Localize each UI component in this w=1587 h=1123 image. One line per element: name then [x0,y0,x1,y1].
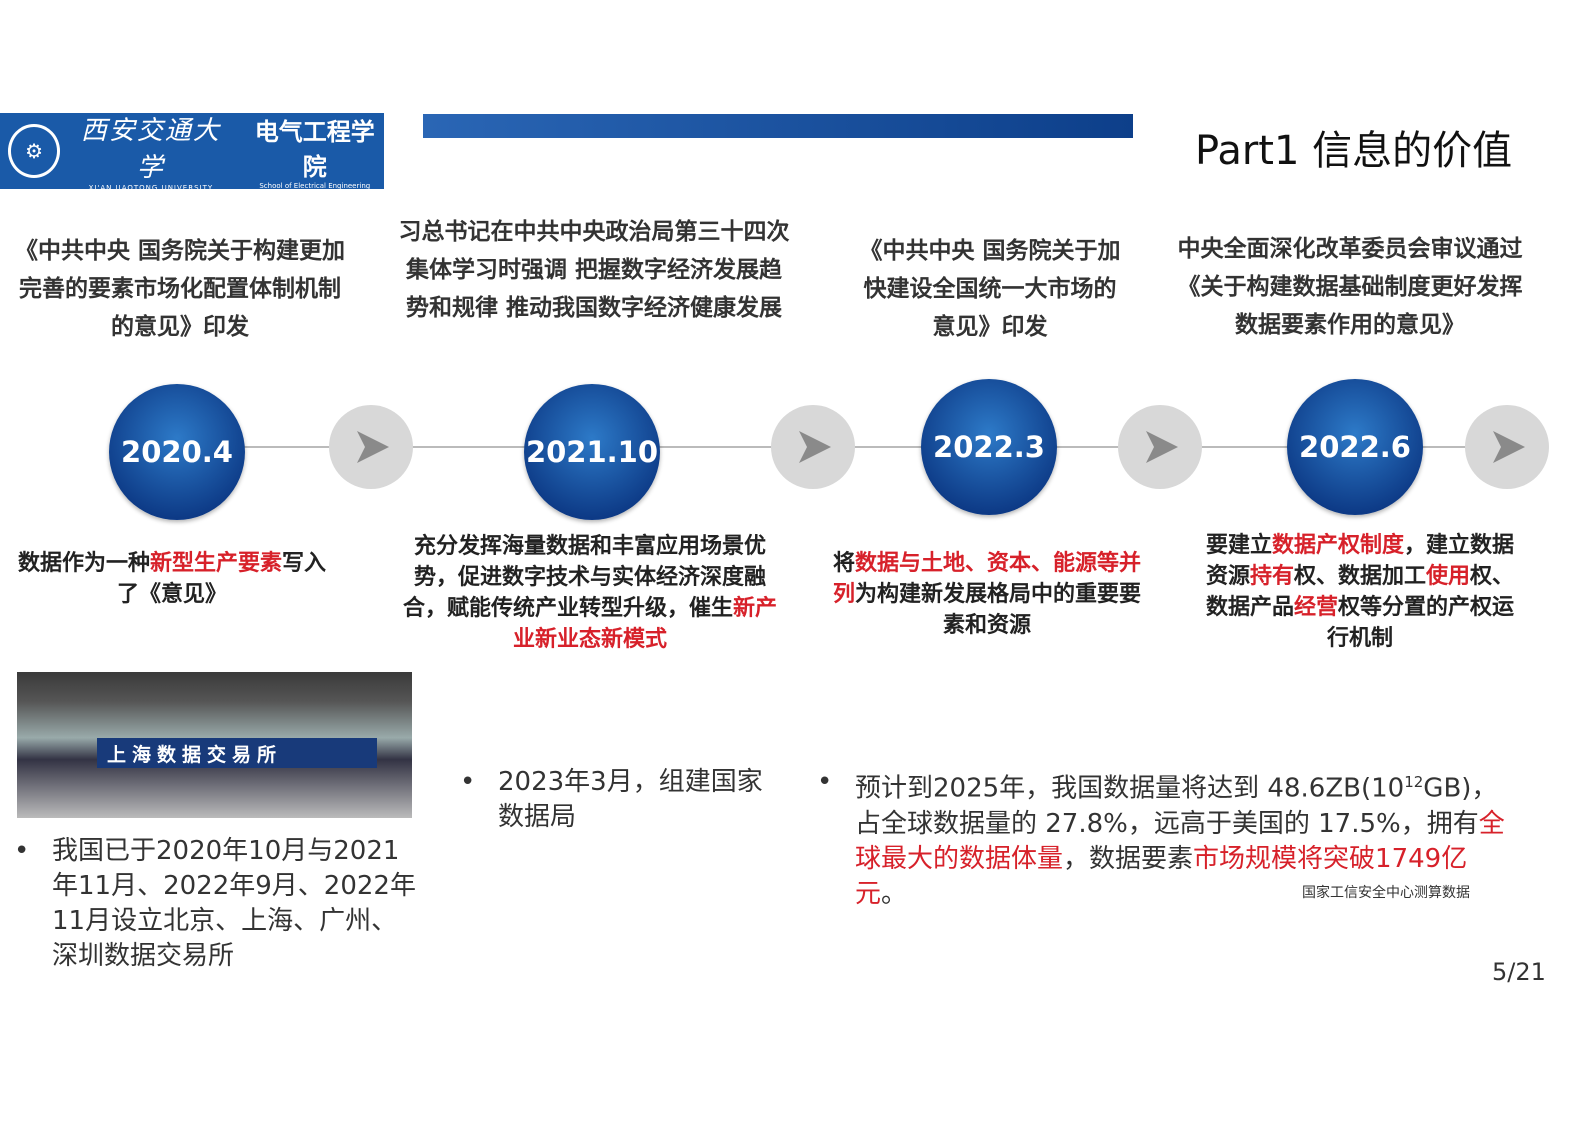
event-title-3: 《中共中央 国务院关于加快建设全国统一大市场的意见》印发 [859,237,1121,340]
date-circle-2: 2021.10 [524,384,660,520]
event-desc-4: 要建立数据产权制度，建立数据资源持有权、数据加工使用权、数据产品经营权等分置的产… [1198,530,1522,654]
date-circle-3: 2022.3 [921,379,1057,515]
desc-text: 充分发挥海量数据和丰富应用场景优势，促进数字技术与实体经济深度融合，赋能传统产业… [402,534,766,621]
bullet-text: 我国已于2020年10月与2021年11月、2022年9月、2022年11月设立… [52,836,416,971]
bullet-text: GB)，占全球数据量的 27.8%，远高于美国的 17.5%，拥有 [855,773,1498,839]
event-title-4: 中央全面深化改革委员会审议通过《关于构建数据基础制度更好发挥数据要素作用的意见》 [1177,235,1523,338]
event-title-2: 习总书记在中共中央政治局第三十四次集体学习时强调 把握数字经济发展趋势和规律 推… [398,218,790,321]
exponent: 12 [1404,773,1424,791]
date-circle-1: 2020.4 [109,384,245,520]
event-title-1: 《中共中央 国务院关于构建更加完善的要素市场化配置体制机制的意见》印发 [15,237,346,340]
seal-icon: ⚙ [8,124,61,178]
logo-school-en: School of Electrical Engineering [259,182,371,190]
shanghai-data-exchange-photo: 上海数据交易所 [17,672,412,818]
logo-university-en: XI'AN JIAOTONG UNIVERSITY [88,184,214,192]
desc-text: 权、数据加工 [1293,564,1426,589]
bullet-text: 预计到2025年，我国数据量将达到 48.6ZB(10 [855,773,1405,804]
desc-text: 将 [832,551,855,576]
slide-title: Part1 信息的价值 [1195,128,1513,174]
arrow-icon [1118,405,1202,489]
highlight-text: 数据产权制度 [1271,533,1404,558]
bullet-text: ，数据要素 [1063,843,1194,874]
event-desc-3: 将数据与土地、资本、能源等并列为构建新发展格局中的重要要素和资源 [826,548,1148,641]
data-source: 国家工信安全中心测算数据 [1302,885,1470,901]
event-desc-1: 数据作为一种新型生产要素写入了《意见》 [12,548,332,610]
bullet-text: 。 [881,878,908,909]
highlight-text: 新产业新业态新模式 [512,596,778,652]
highlight-text: 市场规模将突破1749亿元 [855,843,1468,909]
photo-sign: 上海数据交易所 [97,738,377,768]
highlight-text: 持有 [1249,564,1294,589]
bullet-exchanges: •我国已于2020年10月与2021年11月、2022年9月、2022年11月设… [14,836,416,971]
desc-text: 权、数据产品 [1205,564,1515,620]
arrow-icon [1465,405,1549,489]
desc-text: 为构建新发展格局中的重要要素和资源 [855,582,1142,638]
logo-school-cn: 电气工程学院 [254,118,375,181]
desc-text: 写入了《意见》 [116,551,327,607]
event-desc-2: 充分发挥海量数据和丰富应用场景优势，促进数字技术与实体经济深度融合，赋能传统产业… [402,531,778,655]
highlight-text: 经营 [1293,595,1338,620]
bullet-data-bureau: •2023年3月，组建国家数据局 [460,767,763,832]
highlight-text: 数据与土地、资本、能源等并列 [832,551,1142,607]
desc-text: 要建立 [1205,533,1272,558]
highlight-text: 全球最大的数据体量 [855,808,1505,874]
bullet-text: 2023年3月，组建国家数据局 [498,767,763,832]
arrow-icon [771,405,855,489]
page-number: 5/21 [1492,958,1546,986]
desc-text: ，建立数据资源 [1205,533,1515,589]
highlight-text: 使用 [1426,564,1471,589]
arrow-icon [329,405,413,489]
desc-text: 数据作为一种 [17,551,150,576]
date-circle-4: 2022.6 [1287,379,1423,515]
desc-text: 权等分置的产权运行机制 [1326,595,1515,651]
highlight-text: 新型生产要素 [149,551,282,576]
logo-university-cn: 西安交通大学 [80,116,221,183]
bullet-data-volume: •预计到2025年，我国数据量将达到 48.6ZB(1012GB)，占全球数据量… [817,767,1505,909]
title-bar [423,114,1133,138]
